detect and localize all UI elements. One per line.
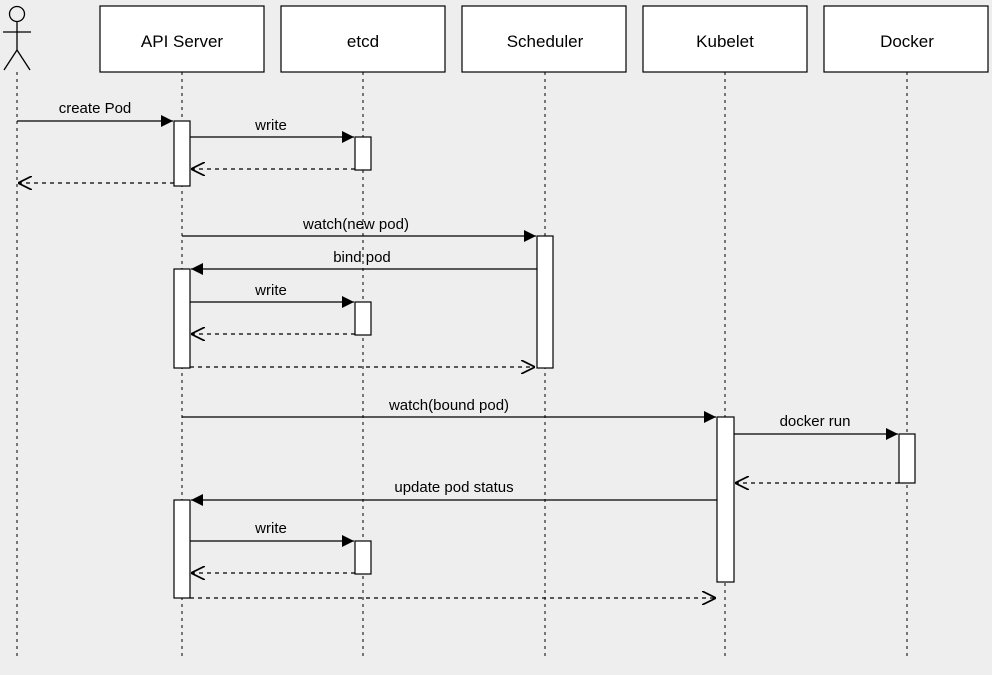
participant-kubelet: Kubelet [642, 5, 808, 73]
message-label: bind pod [333, 249, 391, 266]
message-docker-run: docker run [734, 413, 898, 440]
participant-label: etcd [347, 32, 379, 51]
activation-scheduler-1 [536, 235, 554, 369]
activation-api-server-3 [173, 499, 191, 599]
message-bind-pod: bind pod [191, 249, 537, 275]
message-label: watch(bound pod) [388, 397, 509, 414]
activation-docker-1 [898, 433, 916, 484]
message-label: docker run [780, 413, 851, 430]
activation-api-server-2 [173, 268, 191, 369]
activation-kubelet-1 [716, 416, 735, 583]
messages: create Pod write watch(new pod) bind pod [17, 100, 899, 598]
participant-etcd: etcd [280, 5, 446, 73]
actor-figure [3, 5, 31, 71]
message-write-2: write [190, 282, 354, 308]
activations [173, 120, 916, 599]
message-write-1: write [190, 117, 354, 143]
participant-label: Docker [880, 32, 934, 51]
message-label: write [254, 282, 287, 299]
participant-docker: Docker [823, 5, 989, 73]
message-create-pod: create Pod [17, 100, 173, 127]
participant-label: Kubelet [696, 32, 754, 51]
message-label: watch(new pod) [302, 216, 409, 233]
message-label: write [254, 117, 287, 134]
participant-scheduler: Scheduler [461, 5, 627, 73]
message-label: write [254, 520, 287, 537]
message-label: create Pod [59, 100, 132, 117]
participant-label: API Server [141, 32, 224, 51]
participant-label: Scheduler [507, 32, 584, 51]
activation-etcd-2 [354, 301, 372, 336]
message-watch-bound-pod: watch(bound pod) [182, 397, 716, 423]
lifelines [16, 72, 908, 660]
message-write-3: write [190, 520, 354, 547]
activation-api-server-1 [173, 120, 191, 187]
message-watch-new-pod: watch(new pod) [182, 216, 536, 242]
message-update-pod-status: update pod status [191, 479, 717, 506]
message-label: update pod status [394, 479, 513, 496]
activation-etcd-3 [354, 540, 372, 575]
participant-api-server: API Server [99, 5, 265, 73]
activation-etcd-1 [354, 136, 372, 171]
